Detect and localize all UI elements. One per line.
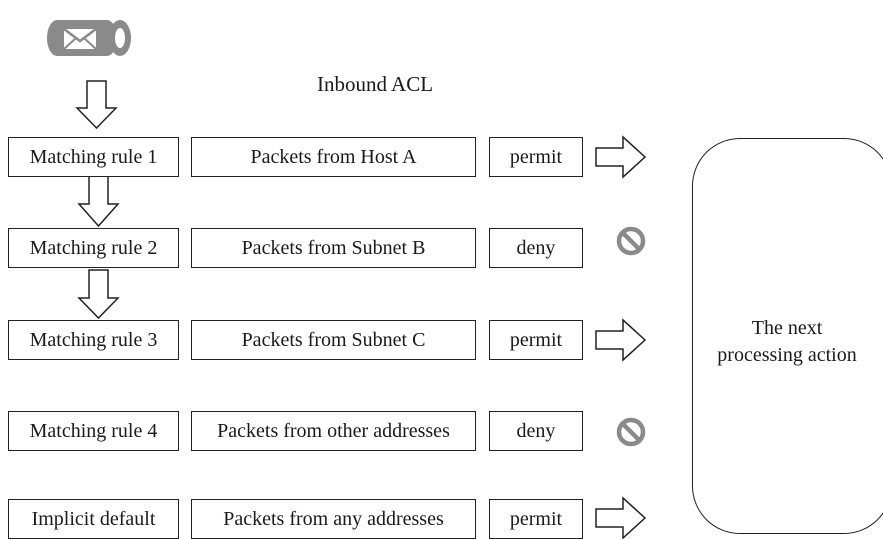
- arrow-right-icon: [595, 318, 647, 362]
- next-processing-line: processing action: [717, 344, 857, 366]
- action-box: permit: [489, 499, 583, 539]
- rule-box: Matching rule 4: [8, 411, 179, 451]
- next-processing-line: The next: [751, 317, 823, 339]
- action-box: deny: [489, 228, 583, 268]
- arrow-down-icon: [77, 174, 120, 228]
- prohibited-icon: [616, 417, 646, 447]
- packets-box: Packets from Subnet B: [191, 228, 476, 268]
- packet-envelope-icon: [47, 20, 131, 56]
- next-processing-box: [692, 138, 883, 534]
- arrow-right-icon: [595, 135, 647, 179]
- packets-box: Packets from Subnet C: [191, 320, 476, 360]
- rule-box: Implicit default: [8, 499, 179, 539]
- rule-box: Matching rule 2: [8, 228, 179, 268]
- next-processing-label: The next processing action: [697, 315, 877, 369]
- action-box: permit: [489, 137, 583, 177]
- arrow-down-icon: [75, 80, 118, 130]
- rule-box: Matching rule 3: [8, 320, 179, 360]
- packets-box: Packets from any addresses: [191, 499, 476, 539]
- acl-title: Inbound ACL: [316, 72, 434, 96]
- rule-box: Matching rule 1: [8, 137, 179, 177]
- arrow-down-icon: [77, 269, 120, 320]
- prohibited-icon: [616, 226, 646, 256]
- packets-box: Packets from other addresses: [191, 411, 476, 451]
- action-box: permit: [489, 320, 583, 360]
- action-box: deny: [489, 411, 583, 451]
- arrow-right-icon: [595, 496, 647, 539]
- packets-box: Packets from Host A: [191, 137, 476, 177]
